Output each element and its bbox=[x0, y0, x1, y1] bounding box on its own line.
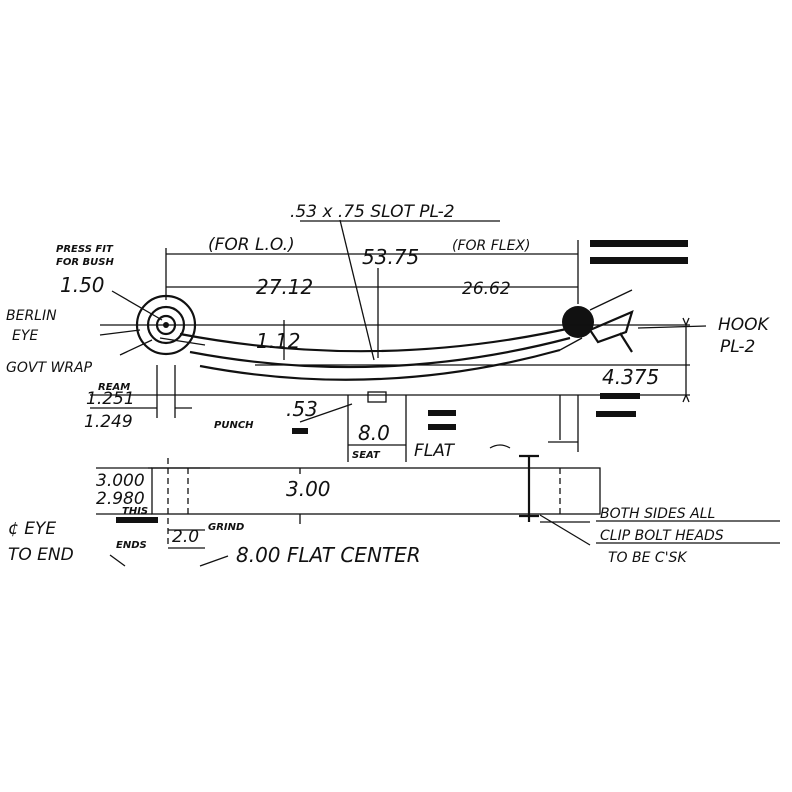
elevation-dimensions bbox=[90, 219, 707, 462]
grind-length: 2.0 bbox=[172, 527, 199, 547]
for-lo-label: (FOR L.O.) bbox=[208, 235, 295, 255]
for-flex-label: (FOR FLEX) bbox=[452, 238, 530, 254]
punch-value: .53 bbox=[286, 397, 318, 421]
spring-elevation bbox=[135, 289, 634, 403]
arch-height: 4.375 bbox=[602, 365, 659, 389]
hook-label-1: HOOK bbox=[718, 315, 771, 335]
clip-bolt-label: CLIP BOLT HEADS bbox=[600, 528, 724, 544]
flat-center-label: 8.00 FLAT CENTER bbox=[236, 543, 421, 567]
seat-label: SEAT bbox=[352, 450, 381, 461]
width-value: 3.00 bbox=[286, 477, 331, 501]
slot-label: .53 x .75 SLOT PL-2 bbox=[290, 202, 455, 222]
hook-end bbox=[562, 306, 594, 338]
press-fit-label-1: PRESS FIT bbox=[56, 244, 114, 255]
berlin-label-1: BERLIN bbox=[6, 308, 57, 324]
hook-label-2: PL-2 bbox=[720, 337, 755, 357]
press-fit-label-2: FOR BUSH bbox=[56, 257, 114, 268]
seat-length: 8.0 bbox=[358, 421, 390, 445]
csk-label: TO BE C'SK bbox=[608, 550, 688, 566]
ream-min: 1.249 bbox=[84, 412, 133, 432]
leaf-thickness: 1.12 bbox=[256, 329, 301, 353]
overall-length: 53.75 bbox=[362, 245, 419, 269]
berlin-label-2: EYE bbox=[12, 328, 38, 344]
eye-diameter: 1.50 bbox=[60, 273, 105, 297]
hook-plate bbox=[588, 310, 634, 344]
annotation-labels: .53 x .75 SLOT PL-2 (FOR L.O.) (FOR FLEX… bbox=[6, 202, 771, 567]
ends-label: ENDS bbox=[116, 540, 147, 551]
main-leaf bbox=[179, 324, 581, 353]
redaction-marks bbox=[116, 240, 688, 523]
spring-plan-view bbox=[96, 454, 780, 567]
govt-wrap-label: GOVT WRAP bbox=[6, 360, 93, 376]
width-max: 3.000 bbox=[96, 471, 145, 491]
ream-label: REAM bbox=[98, 382, 130, 393]
center-slot bbox=[367, 391, 387, 403]
leaf-2 bbox=[189, 336, 571, 369]
both-sides-label: BOTH SIDES ALL bbox=[600, 506, 715, 522]
right-length: 26.62 bbox=[462, 279, 511, 299]
eye-to-end-label-1: ¢ EYE bbox=[8, 519, 56, 539]
flat-label: FLAT bbox=[414, 441, 456, 461]
width-min: 2.980 bbox=[96, 489, 145, 509]
eye-to-end-label-2: TO END bbox=[8, 545, 74, 565]
punch-label: PUNCH bbox=[214, 420, 254, 431]
left-length: 27.12 bbox=[256, 275, 313, 299]
this-label: THIS bbox=[122, 506, 148, 517]
leaf-3 bbox=[199, 348, 561, 381]
ream-max: 1.251 bbox=[86, 389, 135, 409]
grind-label: GRIND bbox=[208, 522, 244, 533]
